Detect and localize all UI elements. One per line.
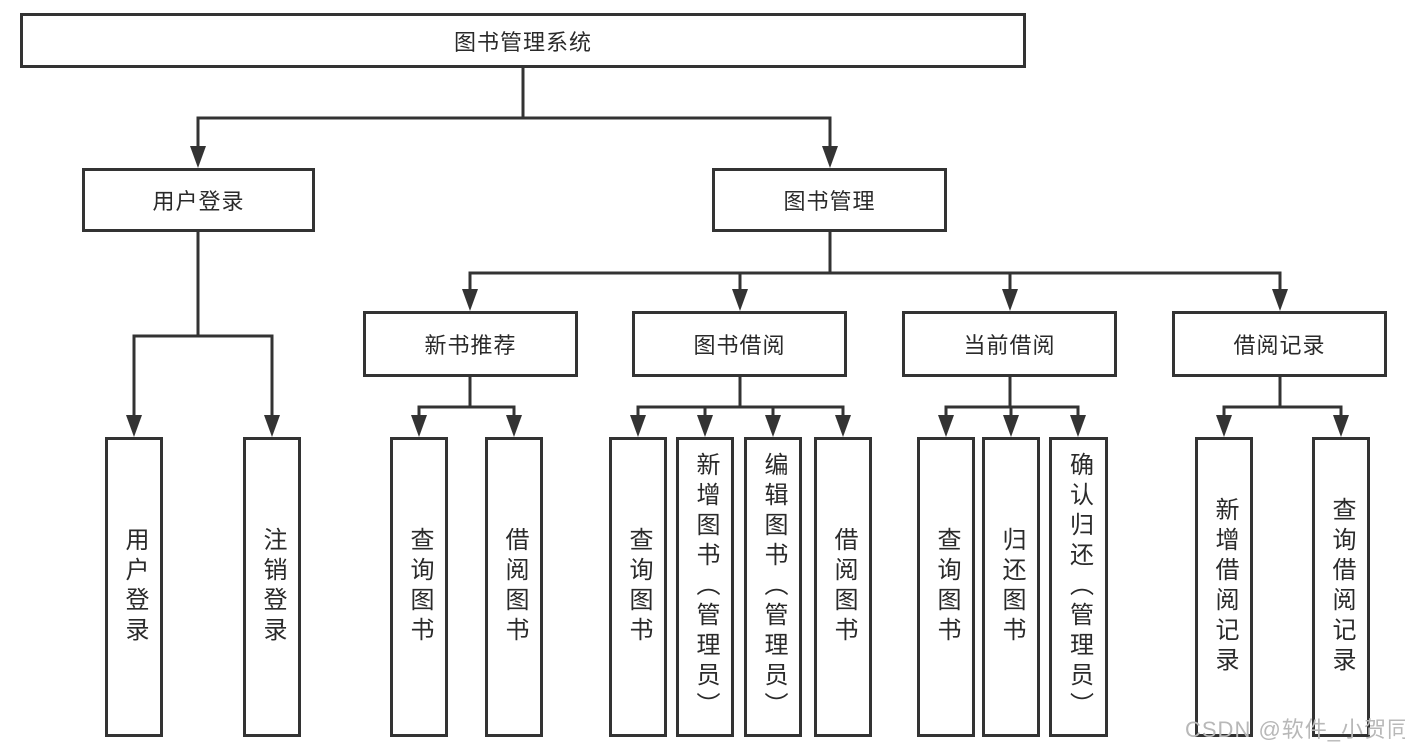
connector-root-to-level2 <box>190 68 838 168</box>
connector-new-book-children <box>411 377 522 437</box>
node-book-borrow: 图书借阅 <box>632 311 847 377</box>
arrowhead <box>938 415 954 437</box>
leaf-logout: 注销登录 <box>243 437 301 737</box>
arrowhead <box>1216 415 1232 437</box>
arrowhead <box>1003 415 1019 437</box>
arrowhead <box>732 289 748 311</box>
arrowhead <box>126 415 142 437</box>
arrowhead <box>1070 415 1086 437</box>
connector-book-borrow-children <box>630 377 851 437</box>
leaf-add-book-admin: 新增图书（管理员） <box>676 437 734 737</box>
arrowhead <box>506 415 522 437</box>
leaf-borrow-book-recommend: 借阅图书 <box>485 437 543 737</box>
csdn-watermark: CSDN @软件_小贺同学 <box>1185 717 1405 742</box>
arrowhead <box>190 146 206 168</box>
arrowhead <box>264 415 280 437</box>
node-new-book-recommend: 新书推荐 <box>363 311 578 377</box>
node-borrow-records: 借阅记录 <box>1172 311 1387 377</box>
leaf-edit-book-admin: 编辑图书（管理员） <box>744 437 802 737</box>
arrowhead <box>822 146 838 168</box>
node-book-management: 图书管理 <box>712 168 947 232</box>
arrowhead <box>697 415 713 437</box>
leaf-add-borrow-record: 新增借阅记录 <box>1195 437 1253 737</box>
leaf-query-borrow-record: 查询借阅记录 <box>1312 437 1370 737</box>
arrowhead <box>630 415 646 437</box>
arrowhead <box>1272 289 1288 311</box>
arrowhead <box>1333 415 1349 437</box>
arrowhead <box>462 289 478 311</box>
connector-current-borrow-children <box>938 377 1086 437</box>
leaf-return-book: 归还图书 <box>982 437 1040 737</box>
arrowhead <box>835 415 851 437</box>
leaf-confirm-return-admin: 确认归还（管理员） <box>1049 437 1108 737</box>
arrowhead <box>765 415 781 437</box>
connector-book-mgmt-children <box>462 232 1288 311</box>
leaf-query-book-current: 查询图书 <box>917 437 975 737</box>
leaf-borrow-book: 借阅图书 <box>814 437 872 737</box>
node-user-login: 用户登录 <box>82 168 315 232</box>
node-root-system: 图书管理系统 <box>20 13 1026 68</box>
connector-borrow-records-children <box>1216 377 1349 437</box>
connector-user-login-children <box>126 232 280 437</box>
node-current-borrow: 当前借阅 <box>902 311 1117 377</box>
leaf-user-login: 用户登录 <box>105 437 163 737</box>
leaf-query-book-borrow: 查询图书 <box>609 437 667 737</box>
leaf-query-book-recommend: 查询图书 <box>390 437 448 737</box>
arrowhead <box>411 415 427 437</box>
arrowhead <box>1002 289 1018 311</box>
